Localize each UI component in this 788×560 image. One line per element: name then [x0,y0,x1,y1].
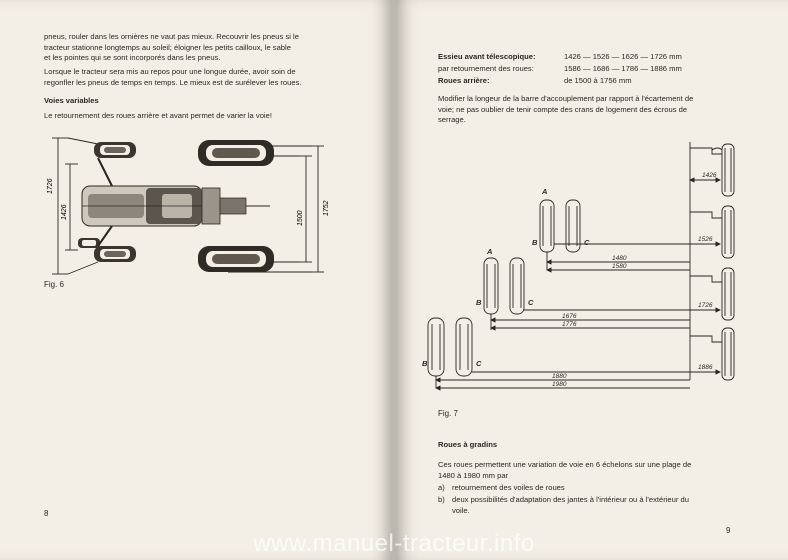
list-item-a: retournement des voiles de roues [452,483,565,492]
wheel-track-diagram: 1426 1526 1480 1580 1726 1676 1776 1886 … [422,142,735,391]
label-1580: 1580 [612,263,627,270]
rear-wheel-top [198,140,274,166]
tractor-topview-figure: 1726 1426 1500 1752 [47,137,330,275]
label-1726: 1726 [698,302,713,309]
front-wheel-bottom [94,246,136,262]
section-heading-right: Roues à gradins [438,440,498,449]
rim-right-3 [690,267,735,321]
intro-line-2: tracteur stationne longtemps au soleil; … [44,42,291,52]
label-1426: 1426 [702,172,717,179]
list-item-b-cont: voile. [452,505,470,515]
wheel-group-1 [539,199,581,270]
dim-label-1500: 1500 [297,210,304,226]
label-1980: 1980 [552,381,567,388]
left-page: pneus, rouler dans les ornières ne vaut … [0,0,392,560]
spec-label-front-axle: Essieu avant télescopique: [438,52,536,61]
list-marker-a: a) [438,483,445,492]
spec-value-rear: de 1500 à 1756 mm [564,76,632,85]
spec-label-reversal: par retournement des roues: [438,64,534,73]
storage-line-2: regonfler les pneus de temps en temps. L… [44,77,302,87]
fig-7-label: Fig. 7 [438,409,459,418]
label-c-1: C [584,238,590,247]
fig-6-label: Fig. 6 [44,280,65,289]
intro-line-1: pneus, rouler dans les ornières ne vaut … [44,32,299,41]
body-line-1: Ces roues permettent une variation de vo… [438,460,692,469]
label-1480: 1480 [612,255,627,262]
label-1676: 1676 [562,313,577,320]
label-1880: 1880 [552,373,567,380]
wheel-group-2 [483,257,525,330]
label-1526: 1526 [698,236,713,243]
rim-right-4 [690,327,735,381]
list-item-b: deux possibilités d'adaptation des jante… [452,495,689,504]
page-number-left: 8 [44,509,49,518]
list-marker-b: b) [438,495,445,504]
label-b-3: B [422,359,428,368]
dim-label-1752: 1752 [323,200,330,216]
right-page: Essieu avant télescopique: 1426 — 1526 —… [396,0,788,560]
tractor-body [81,157,221,247]
rear-wheel-bottom [198,246,274,272]
section-body: Le retournement des roues arrière et ava… [44,111,272,120]
label-1776: 1776 [562,321,577,328]
front-wheel-top [94,142,136,158]
storage-line-1: Lorsque le tracteur sera mis au repos po… [44,67,296,76]
watermark-text: www.manuel-tracteur.info [253,530,535,557]
label-c-2: C [528,298,534,307]
para-line-1: Modifier la longeur de la barre d'accoup… [438,94,694,103]
rim-right-1 [690,143,735,197]
rim-right-2 [690,205,735,259]
dim-label-1726: 1726 [47,178,54,194]
spec-value-front-axle: 1426 — 1526 — 1626 — 1726 mm [564,52,682,61]
para-line-3: serrage. [438,115,466,125]
intro-line-3: et les pointes qui se sont incorporés da… [44,53,221,63]
para-line-2: voie; ne pas oublier de tenir compte des… [438,104,688,114]
dim-label-1426: 1426 [61,204,68,220]
label-1886: 1886 [698,364,713,371]
spec-label-rear: Roues arrière: [438,76,490,85]
wheel-group-3 [427,317,473,388]
section-heading: Voies variables [44,96,99,105]
label-b-1: B [532,238,538,247]
page-number-right: 9 [726,526,731,535]
label-b-2: B [476,298,482,307]
label-c-3: C [476,359,482,368]
body-line-2: 1480 à 1980 mm par [438,470,509,480]
spec-value-reversal: 1586 — 1686 — 1786 — 1886 mm [564,64,682,73]
label-a-2: A [486,247,492,256]
label-a-1: A [541,187,547,196]
